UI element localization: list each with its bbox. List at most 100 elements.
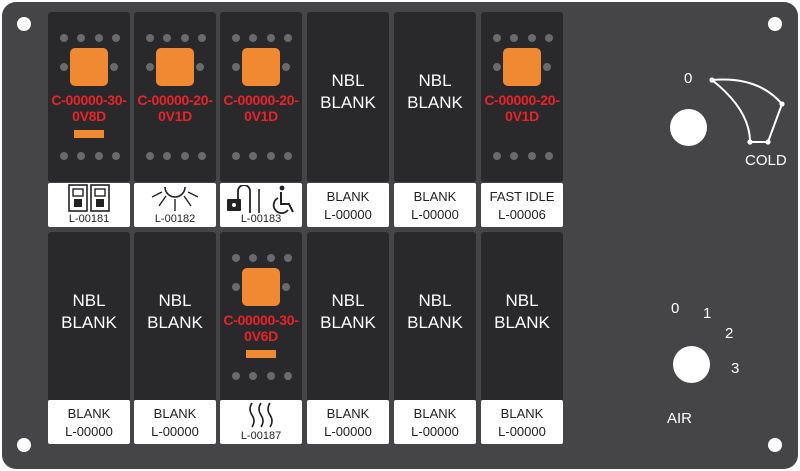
label-code: L-00000 xyxy=(411,424,459,439)
rocker-switch-6[interactable]: C-00000-20-0V1D xyxy=(481,12,563,182)
indicator-dots xyxy=(232,254,292,262)
indicator-dots xyxy=(232,34,292,42)
rocker-switch-3[interactable]: C-00000-20-0V1D xyxy=(220,12,302,182)
switch-lamp xyxy=(156,48,194,86)
status-bar xyxy=(246,350,276,358)
label-code: L-00182 xyxy=(154,213,196,225)
switch-lamp xyxy=(242,48,280,86)
indicator-dot xyxy=(60,63,68,71)
indicator-dots xyxy=(60,152,120,160)
switch-label-1: L-00181 xyxy=(48,183,130,227)
switch-code: C-00000-20-0V1D xyxy=(137,92,213,124)
label-title: BLANK xyxy=(413,189,457,204)
label-title: FAST IDLE xyxy=(489,189,555,204)
indicator-dot xyxy=(543,63,551,71)
switch-code: C-00000-30-0V6D xyxy=(223,312,299,344)
switch-label-6: FAST IDLE L-00006 xyxy=(481,183,563,227)
indicator-dot xyxy=(282,63,290,71)
indicator-dots xyxy=(146,34,206,42)
air-position-3: 3 xyxy=(731,360,740,377)
label-title: BLANK xyxy=(67,406,111,421)
rocker-switch-9[interactable]: C-00000-30-0V6D xyxy=(220,232,302,402)
temp-cold-label: COLD xyxy=(745,152,787,169)
indicator-dot xyxy=(493,63,501,71)
label-code: L-00000 xyxy=(324,424,372,439)
indicator-dots xyxy=(60,34,120,42)
indicator-dots xyxy=(493,34,553,42)
switch-label-9: L-00187 xyxy=(220,400,302,444)
switch-lamp xyxy=(242,268,280,306)
switch-label-4: BLANK L-00000 xyxy=(307,183,389,227)
switch-lamp xyxy=(70,48,108,86)
rocker-switch-1[interactable]: C-00000-30-0V8D xyxy=(48,12,130,182)
label-code: L-00000 xyxy=(498,424,546,439)
label-title: BLANK xyxy=(326,189,370,204)
switch-label-10: BLANK L-00000 xyxy=(307,400,389,444)
switch-code: C-00000-30-0V8D xyxy=(51,92,127,124)
air-label: AIR xyxy=(667,410,693,427)
label-title: BLANK xyxy=(326,406,370,421)
temp-zero-label: 0 xyxy=(684,70,693,87)
temperature-knob[interactable] xyxy=(670,109,707,146)
air-position-1: 1 xyxy=(703,305,712,322)
switch-label-5: BLANK L-00000 xyxy=(394,183,476,227)
rocker-switch-2[interactable]: C-00000-20-0V1D xyxy=(134,12,216,182)
label-code: L-00183 xyxy=(240,213,282,225)
switch-label-2: L-00182 xyxy=(134,183,216,227)
indicator-dot xyxy=(232,283,240,291)
label-code: L-00181 xyxy=(68,213,110,225)
indicator-dots xyxy=(493,152,553,160)
mounting-hole-bottom-left xyxy=(17,438,31,452)
status-bar xyxy=(74,130,104,138)
mounting-hole-bottom-right xyxy=(768,438,782,452)
switch-code: C-00000-20-0V1D xyxy=(223,92,299,124)
air-position-0: 0 xyxy=(671,300,680,317)
label-code: L-00187 xyxy=(240,430,282,442)
light-burst-icon xyxy=(151,186,199,211)
lock-wheelchair-icon xyxy=(227,185,294,214)
indicator-dots xyxy=(232,372,292,380)
label-title: BLANK xyxy=(413,406,457,421)
switch-label-8: BLANK L-00000 xyxy=(134,400,216,444)
switch-label-11: BLANK L-00000 xyxy=(394,400,476,444)
mounting-hole-top-left xyxy=(17,17,31,31)
label-code: L-00000 xyxy=(65,424,113,439)
indicator-dot xyxy=(196,63,204,71)
indicator-dot xyxy=(146,63,154,71)
mounting-hole-top-right xyxy=(768,17,782,31)
switch-label-7: BLANK L-00000 xyxy=(48,400,130,444)
door-lock-icon xyxy=(68,184,110,212)
label-code: L-00000 xyxy=(324,207,372,222)
indicator-dot xyxy=(110,63,118,71)
temp-wedge-icon xyxy=(709,77,785,145)
indicator-dot xyxy=(232,63,240,71)
switch-lamp xyxy=(503,48,541,86)
switch-label-3: L-00183 xyxy=(220,183,302,227)
label-code: L-00000 xyxy=(411,207,459,222)
air-knob[interactable] xyxy=(673,346,710,383)
label-code: L-00006 xyxy=(498,207,546,222)
label-title: BLANK xyxy=(500,406,544,421)
air-position-2: 2 xyxy=(725,325,734,342)
indicator-dot xyxy=(282,283,290,291)
switch-label-12: BLANK L-00000 xyxy=(481,400,563,444)
heat-waves-icon xyxy=(249,402,273,428)
label-code: L-00000 xyxy=(151,424,199,439)
indicator-dots xyxy=(146,152,206,160)
switch-code: C-00000-20-0V1D xyxy=(484,92,560,124)
label-title: BLANK xyxy=(153,406,197,421)
